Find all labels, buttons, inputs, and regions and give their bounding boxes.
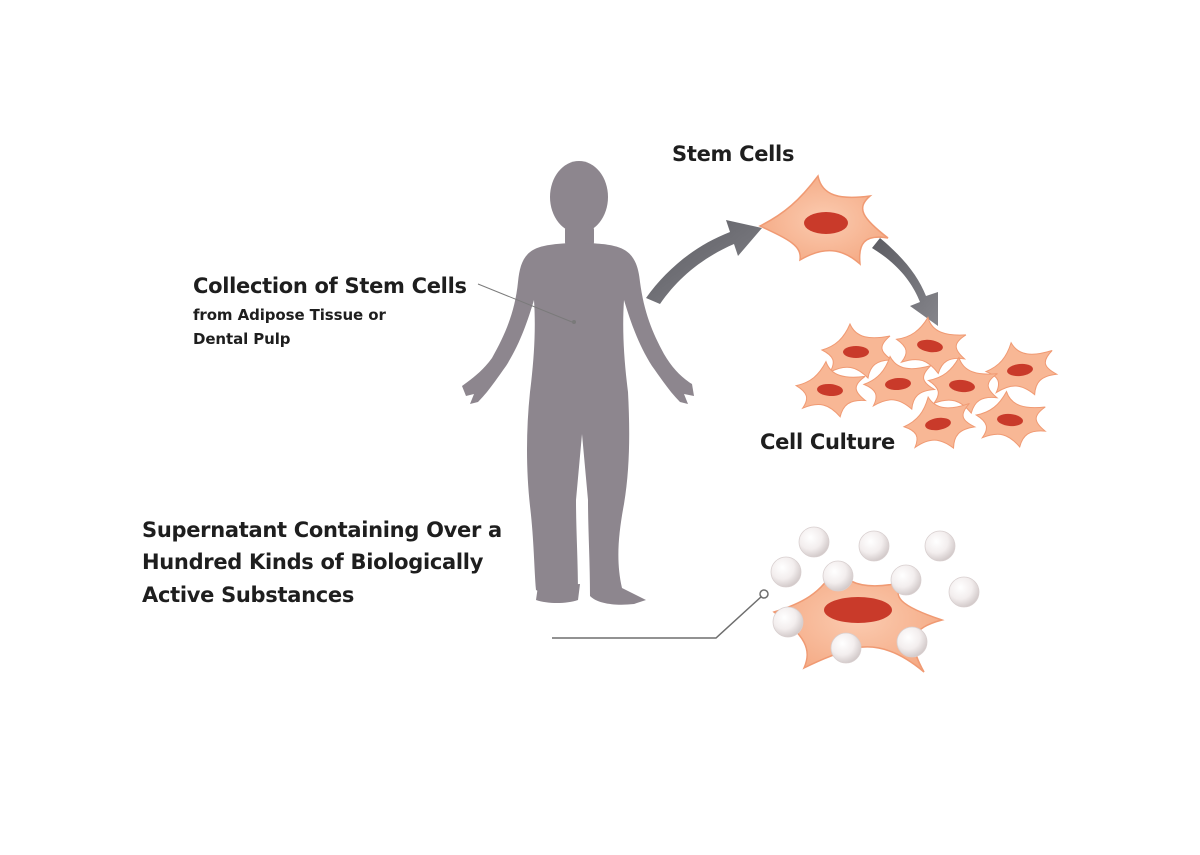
label-supernatant-3: Active Substances [142, 583, 355, 607]
stem-cell-nucleus [804, 212, 848, 234]
label-collection-sub-2: Dental Pulp [193, 330, 291, 348]
label-collection-title: Collection of Stem Cells [193, 274, 467, 298]
leader-dot-supernatant [759, 589, 769, 599]
vesicle [770, 556, 802, 588]
label-supernatant-2: Hundred Kinds of Biologically [142, 550, 484, 574]
cell-culture-cluster [794, 316, 1059, 450]
culture-cell [902, 395, 977, 450]
vesicle [858, 530, 890, 562]
human-body [462, 243, 694, 605]
label-cell-culture: Cell Culture [760, 430, 895, 454]
culture-cell-nucleus [843, 346, 869, 358]
human-silhouette [462, 161, 694, 605]
arrow-to-cell-culture [872, 238, 938, 326]
stem-cell [758, 174, 889, 266]
vesicle [896, 626, 928, 658]
leader-line-supernatant [552, 595, 763, 639]
culture-cell [974, 390, 1047, 449]
culture-cell-nucleus [925, 417, 951, 431]
arrow-to-stem-cell [646, 220, 762, 304]
label-stem-cells: Stem Cells [672, 142, 795, 166]
supernatant-cell-nucleus [824, 597, 892, 623]
leader-line-collection [477, 283, 573, 323]
human-left-foot [536, 584, 580, 603]
vesicle [924, 530, 956, 562]
culture-cell [895, 316, 967, 375]
label-collection-sub-1: from Adipose Tissue or [193, 306, 386, 324]
culture-cell-nucleus [817, 383, 843, 397]
vesicle [772, 606, 804, 638]
vesicle [948, 576, 980, 608]
vesicle [798, 526, 830, 558]
vesicle [890, 564, 922, 596]
culture-cell-nucleus [885, 377, 911, 391]
culture-cell-nucleus [917, 339, 943, 353]
culture-cell [794, 360, 867, 418]
leader-dot-collection [572, 320, 576, 324]
culture-cell-nucleus [1007, 363, 1033, 377]
human-head [550, 161, 608, 233]
culture-cell [984, 341, 1059, 396]
culture-cell [862, 355, 937, 411]
vesicle [830, 632, 862, 664]
culture-cell-nucleus [997, 413, 1023, 427]
culture-cell [820, 322, 894, 380]
culture-cell-nucleus [949, 379, 975, 393]
label-supernatant-1: Supernatant Containing Over a [142, 518, 502, 542]
vesicle [822, 560, 854, 592]
human-neck [565, 224, 594, 248]
vesicles [770, 526, 980, 664]
